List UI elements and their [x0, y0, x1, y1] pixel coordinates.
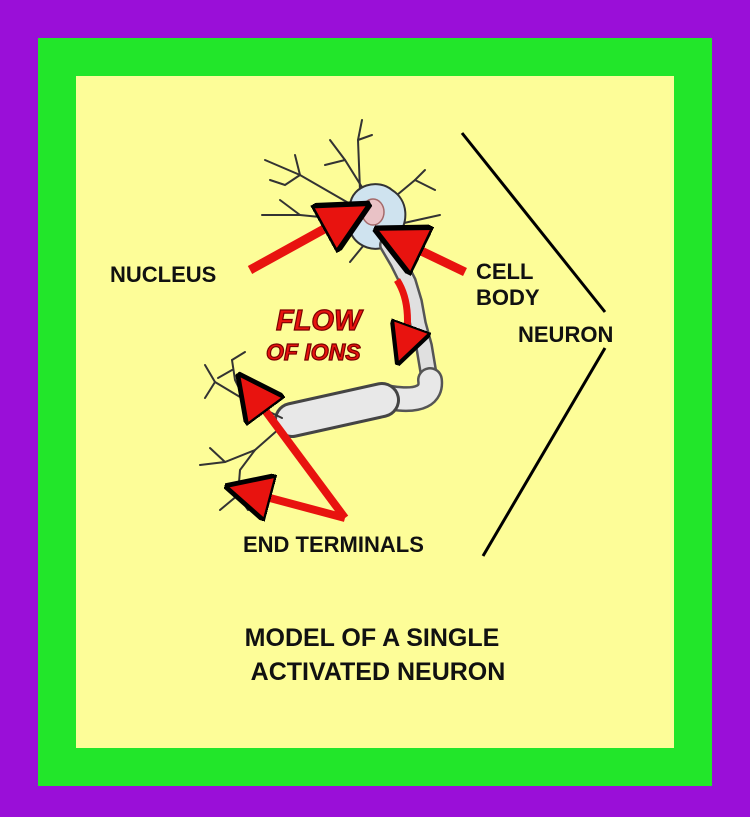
nucleus-shape: [361, 198, 385, 226]
label-cell-body-2: BODY: [476, 285, 540, 310]
dendrites: [261, 119, 441, 263]
caption-line-1: MODEL OF A SINGLE: [245, 624, 500, 652]
neuron-bracket: [460, 132, 607, 557]
label-end-terminals: END TERMINALS: [243, 532, 424, 557]
label-of-ions: OF IONS: [266, 339, 361, 365]
label-nucleus: NUCLEUS: [110, 262, 216, 287]
caption-line-2: ACTIVATED NEURON: [251, 658, 506, 686]
red-arrows: [240, 212, 467, 522]
label-flow: FLOW: [276, 305, 364, 337]
label-cell-body-1: CELL: [476, 259, 533, 284]
label-neuron: NEURON: [518, 322, 613, 347]
